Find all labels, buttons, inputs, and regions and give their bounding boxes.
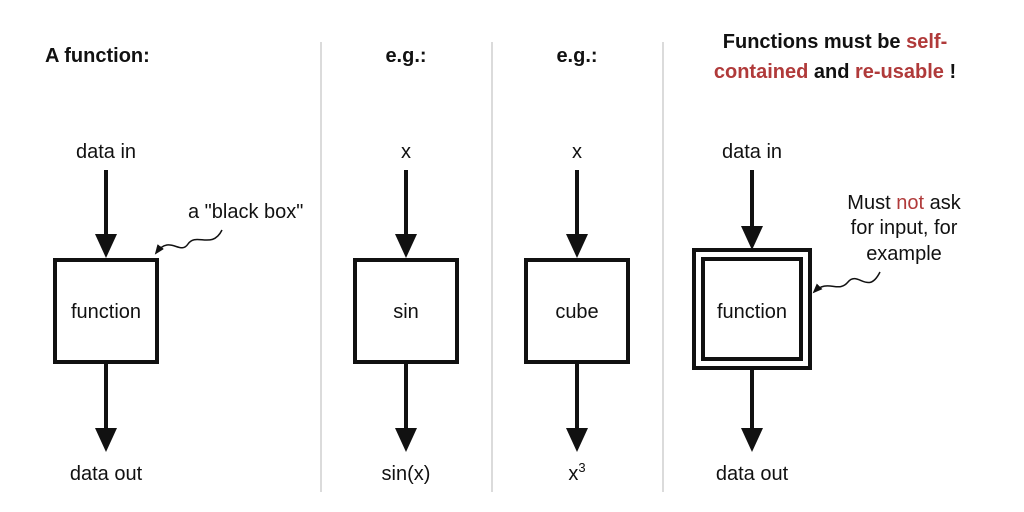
panel-general-function: A function: data in function data out a … [45, 45, 303, 485]
panel4-output-label: data out [716, 463, 789, 485]
panel2-output-arrowhead [395, 428, 417, 452]
panel4-function-box-inner [701, 257, 803, 361]
panel4-callout-line2: for input, for [851, 217, 958, 239]
panel4-input-label: data in [722, 141, 782, 163]
panel3-output-base: x [568, 463, 578, 485]
panel3-box-label: cube [555, 301, 598, 323]
panel1-box-label: function [71, 301, 141, 323]
panel1-function-box [53, 258, 159, 364]
panel1-output-label: data out [70, 463, 143, 485]
panel2-input-arrowhead [395, 234, 417, 258]
panel4-title-plain-bang: ! [944, 61, 956, 83]
panel4-callout-line1: Must not ask [847, 192, 961, 214]
panel1-callout-squiggle [154, 229, 223, 255]
panel3-output-exponent: 3 [578, 460, 585, 475]
panel4-callout-line3: example [866, 243, 942, 265]
panel4-box-label: function [717, 301, 787, 323]
panel4-title-plain-1: Functions must be [723, 31, 906, 53]
panel4-output-arrowhead [741, 428, 763, 452]
panel-cube-example: e.g.: x cube x3 [524, 45, 630, 485]
panel3-function-box [524, 258, 630, 364]
panel3-output-arrowhead [566, 428, 588, 452]
panel4-callout-squiggle [812, 271, 881, 294]
panel3-input-label: x [572, 141, 582, 163]
panel4-title-line1: Functions must be self- [723, 31, 947, 53]
panel4-title-accent-reusable: re-usable [855, 61, 944, 83]
panel2-title: e.g.: [385, 45, 426, 67]
panel1-input-label: data in [76, 141, 136, 163]
panel2-input-label: x [401, 141, 411, 163]
panel4-title-line2: contained and re-usable ! [714, 61, 956, 83]
panel2-output-label: sin(x) [382, 463, 431, 485]
panel3-input-arrowhead [566, 234, 588, 258]
panel1-input-arrowhead [95, 234, 117, 258]
panel4-title-accent-self: self- [906, 31, 947, 53]
panel1-title: A function: [45, 45, 150, 67]
panel1-output-arrowhead [95, 428, 117, 452]
panel2-function-box [353, 258, 459, 364]
panel-sin-example: e.g.: x sin sin(x) [353, 45, 459, 485]
panel4-callout-accent-not: not [896, 192, 924, 214]
panel4-title-accent-contained: contained [714, 61, 808, 83]
panel3-output-label: x3 [568, 460, 585, 485]
panel4-title-plain-and: and [808, 61, 855, 83]
panel4-input-arrowhead [741, 226, 763, 250]
panel1-callout-text: a "black box" [188, 201, 303, 223]
panel2-box-label: sin [393, 301, 419, 323]
panel4-callout-plain-ask: ask [924, 192, 962, 214]
panel4-callout-plain-must: Must [847, 192, 896, 214]
panel-self-contained: Functions must be self- contained and re… [692, 31, 962, 485]
panel3-title: e.g.: [556, 45, 597, 67]
panel4-function-box-outer [692, 248, 812, 370]
